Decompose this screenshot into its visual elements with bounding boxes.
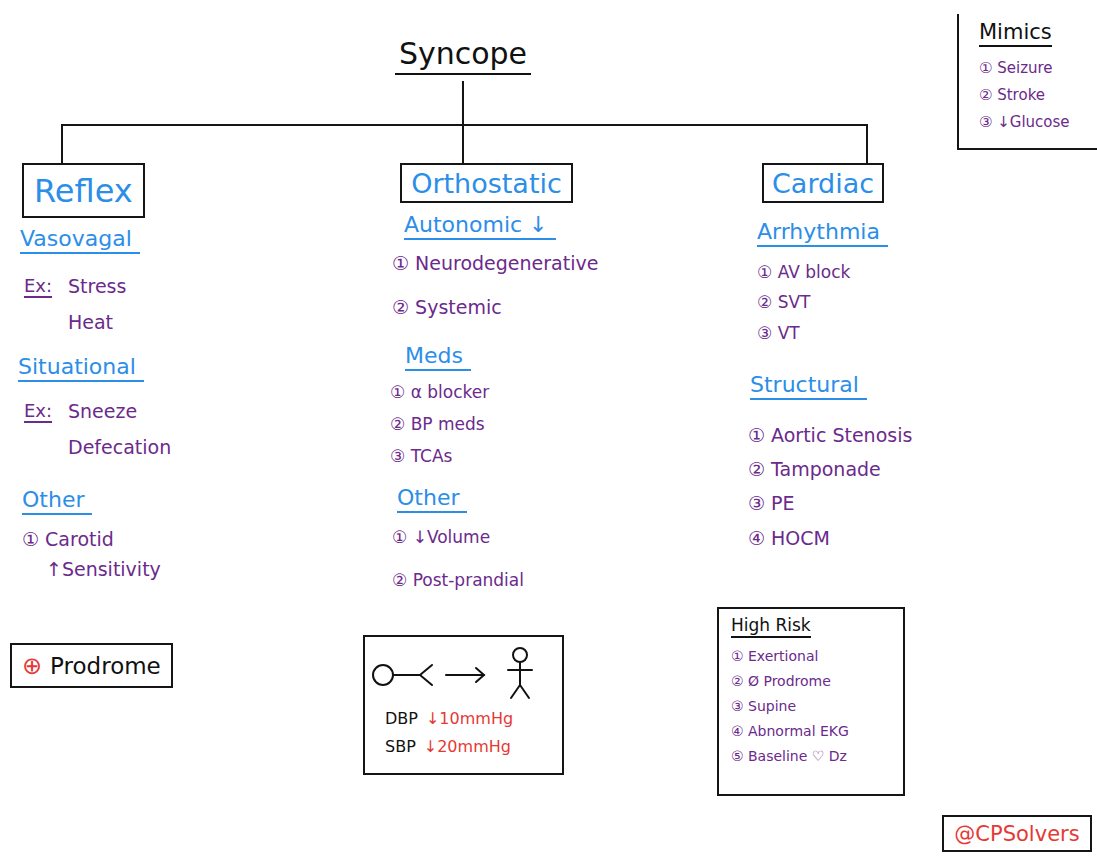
node-text: Prodrome [50,653,161,679]
list-item: ② SVT [757,292,810,312]
text-row: ④ Abnormal EKG [731,719,849,744]
standing-arms [508,669,532,671]
node-text: Reflex [34,172,133,210]
list-item: Heat [68,311,113,333]
standing-body [519,662,521,685]
mimics-box: Mimics ① Seizure② Stroke③ ↓Glucose [957,14,1097,150]
text-row: ③ Supine [731,694,796,719]
category-box: Cardiac [762,163,884,203]
example-tag: Ex: [24,400,52,423]
node-text: ④ Abnormal EKG [731,719,849,744]
arrow-shaft [446,674,484,676]
text-row: ⑤ Baseline ♡ Dz [731,744,847,769]
text-row: Orthostatic [411,168,562,199]
node-text: Syncope [395,36,531,75]
node-text: Orthostatic [411,168,562,199]
orthostatic-criteria-box: DBP ↓10mmHgSBP ↓20mmHg [363,635,564,775]
standing-leg [520,685,529,698]
text-row: Reflex [34,172,133,210]
list-item: ① α blocker [390,382,489,402]
text-row: Mimics [979,20,1052,55]
node-text: ↓10mmHg [426,705,513,733]
node-text: @CPSolvers [954,822,1079,846]
text-row: Cardiac [772,168,874,199]
category-box: Orthostatic [400,163,573,203]
subheading: Meds [405,343,471,371]
list-item: ③ TCAs [390,446,452,466]
list-item: ② BP meds [390,414,485,434]
lying-head [373,665,393,685]
text-row: ② Ø Prodrome [731,669,831,694]
example-tag: Ex: [24,275,52,298]
list-item: ③ VT [757,323,800,343]
node-text: Cardiac [772,168,874,199]
list-item: ② Systemic [392,296,502,318]
standing-head [513,648,527,662]
list-item: ① Aortic Stenosis [748,424,912,446]
credit-box: @CPSolvers [942,815,1092,852]
text-row: High Risk [731,615,811,644]
list-item: ② Post-prandial [392,570,524,590]
arrow-head [476,668,484,682]
list-item: ④ HOCM [748,527,830,549]
category-box: Reflex [22,163,145,218]
prodrome-box: ⊕ Prodrome [10,643,173,688]
list-item: Stress [68,275,126,297]
text-row: Syncope [395,36,531,75]
list-item: ① AV block [757,262,850,282]
list-item: Sneeze [68,400,137,422]
node-text: ③ Supine [731,694,796,719]
text-row: ⊕ Prodrome [22,652,161,680]
text-row: ② Stroke [979,82,1045,109]
tree-connector [62,81,463,163]
node-text: ⑤ Baseline ♡ Dz [731,744,847,769]
node-text: ① Exertional [731,644,818,669]
text-row: ① Exertional [731,644,818,669]
node-text: High Risk [731,615,811,638]
text-row: ③ ↓Glucose [979,109,1070,136]
root-heading: Syncope [391,36,535,81]
lying-leg [420,675,432,685]
node-text: ⊕ [22,652,42,680]
node-text: ③ ↓Glucose [979,109,1070,136]
node-text: ② Ø Prodrome [731,669,831,694]
list-item: ① Carotid ↑Sensitivity [22,524,196,584]
list-item: Defecation [68,436,171,458]
node-text: SBP [385,733,416,761]
lying-body [393,674,420,676]
lying-leg [420,665,432,675]
subheading: Vasovagal [20,226,140,254]
subheading: Other [397,485,467,513]
list-item: ① Neurodegenerative [392,252,598,274]
text-row: SBP ↓20mmHg [385,733,511,761]
subheading: Other [22,487,92,515]
text-row: DBP ↓10mmHg [385,705,513,733]
node-text: Mimics [979,20,1052,47]
list-item: ③ PE [748,492,795,514]
node-text: ↓20mmHg [424,733,511,761]
high-risk-box: High Risk ① Exertional② Ø Prodrome③ Supin… [717,607,905,796]
subheading: Arrhythmia [757,219,888,247]
list-item: ② Tamponade [748,458,881,480]
subheading: Situational [18,354,144,382]
subheading: Autonomic ↓ [404,212,556,240]
list-item: ① ↓Volume [392,527,490,547]
text-row: @CPSolvers [954,822,1079,846]
tree-connector [463,81,867,163]
standing-leg [511,685,520,698]
text-row: ① Seizure [979,55,1053,82]
subheading: Structural [750,372,867,400]
node-text: DBP [385,705,418,733]
node-text: ① Seizure [979,55,1053,82]
node-text: ② Stroke [979,82,1045,109]
